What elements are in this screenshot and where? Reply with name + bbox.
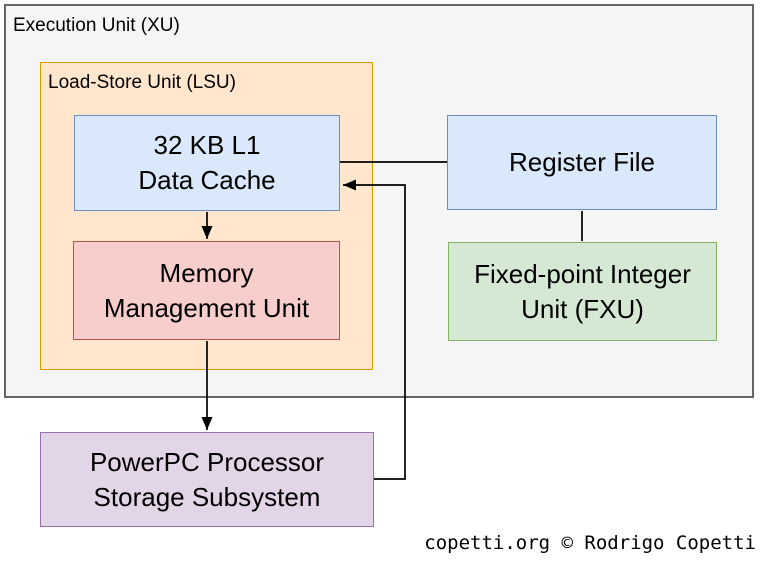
- fxu-label-line1: Fixed-point Integer: [474, 258, 691, 289]
- credit-text: copetti.org © Rodrigo Copetti: [424, 532, 756, 554]
- storage-subsystem-label-line2: Storage Subsystem: [93, 481, 321, 512]
- data-cache-label-line2: Data Cache: [138, 165, 276, 195]
- execution-unit-label: Execution Unit (XU): [13, 15, 180, 36]
- mmu-label-line1: Memory: [159, 257, 254, 288]
- fxu-label-line2: Unit (FXU): [521, 293, 644, 324]
- storage-subsystem-node: PowerPC Processor Storage Subsystem: [40, 432, 374, 527]
- register-file-label: Register File: [509, 147, 655, 177]
- data-cache-label-line1: 32 KB L1: [153, 130, 261, 160]
- register-file-node: Register File: [447, 115, 717, 210]
- load-store-unit-label: Load-Store Unit (LSU): [48, 72, 236, 93]
- data-cache-node: 32 KB L1 Data Cache: [74, 115, 340, 211]
- memory-management-unit-node: Memory Management Unit: [73, 241, 340, 340]
- fixed-point-unit-node: Fixed-point Integer Unit (FXU): [448, 242, 717, 341]
- storage-subsystem-label-line1: PowerPC Processor: [89, 446, 325, 477]
- mmu-label-line2: Management Unit: [103, 292, 310, 323]
